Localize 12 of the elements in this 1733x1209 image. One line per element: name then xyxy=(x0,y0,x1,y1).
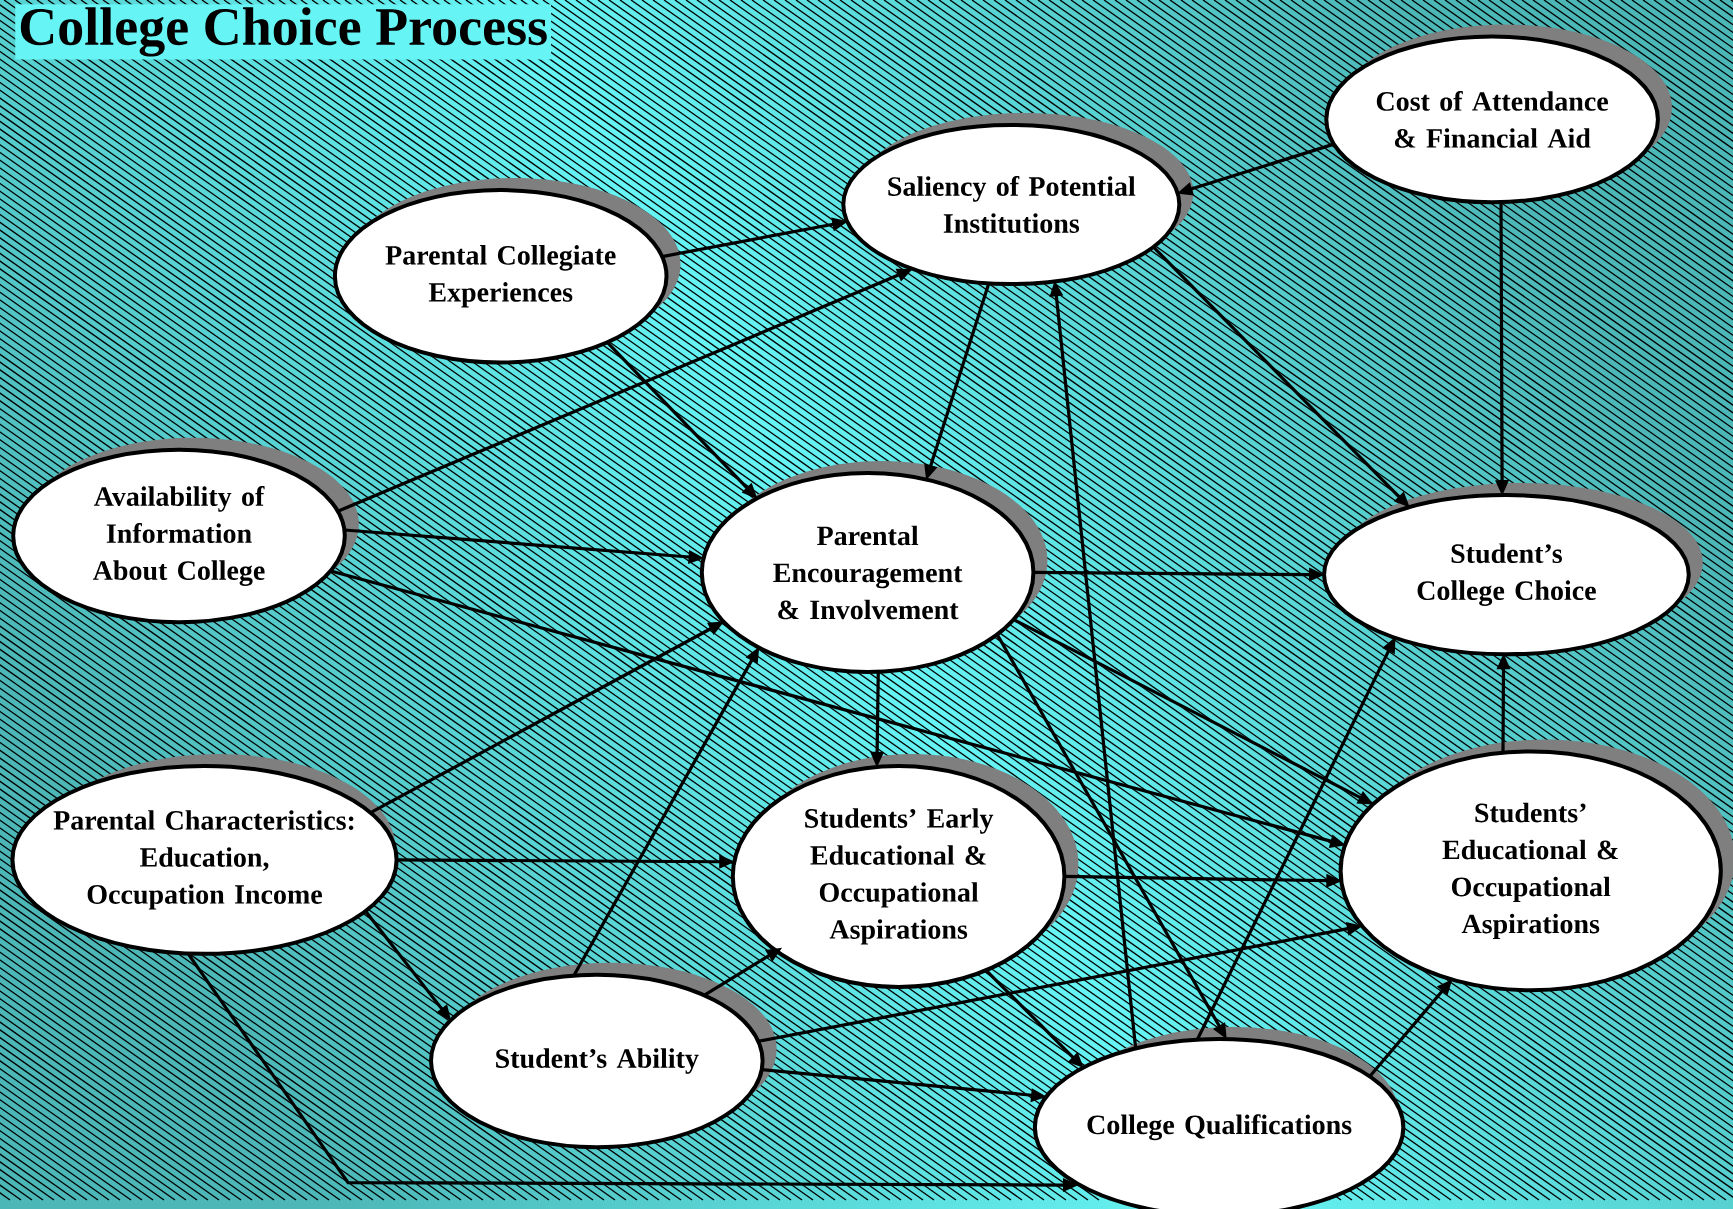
ellipse-node: Students’ Educational & Occupational Aspirations xyxy=(1338,739,1733,993)
ellipse-node: Cost of Attendance & Financial Aid xyxy=(1324,24,1672,205)
ellipse-node: Availability of Information About College xyxy=(11,437,359,625)
ellipse-node: Parental Collegiate Experiences xyxy=(332,178,681,365)
ellipse-node: College Qualifications xyxy=(1032,1026,1406,1209)
ellipse-node: Student’s College Choice xyxy=(1322,483,1703,657)
ellipse-node: Student’s Ability xyxy=(429,962,777,1150)
ellipse-node: Parental Encouragement & Involvement xyxy=(699,461,1048,674)
ellipse-node: Parental Characteristics: Education, Occupation Income xyxy=(10,754,399,956)
title: College Choice Process xyxy=(15,4,552,60)
ellipse-node: Saliency of Potential Institutions xyxy=(841,112,1194,287)
ellipse-node: Students’ Early Educational & Occupational Aspirations xyxy=(730,753,1079,989)
